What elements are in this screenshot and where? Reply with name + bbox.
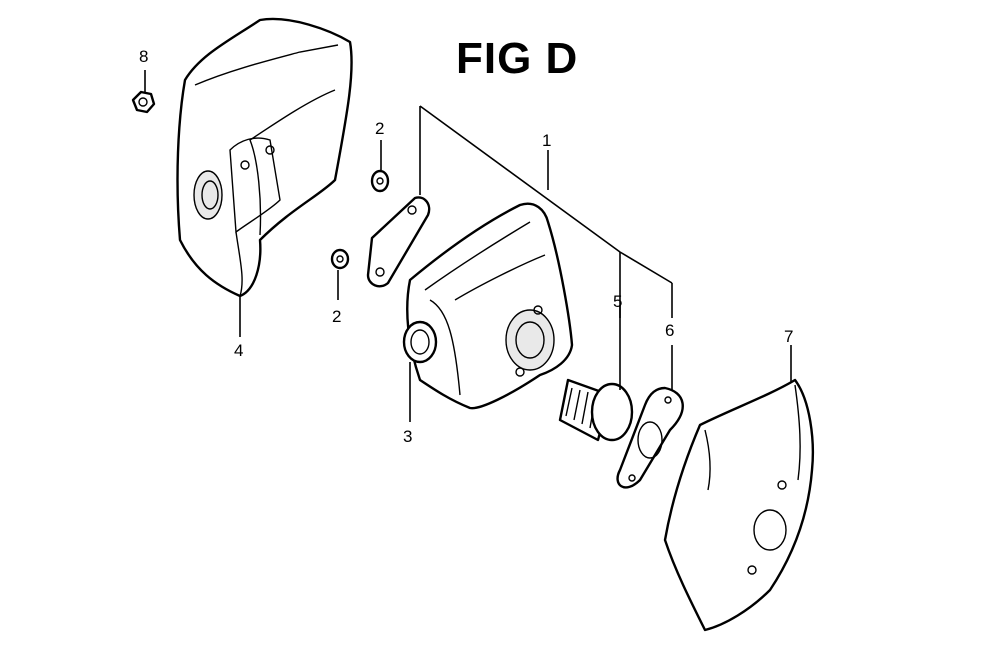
callout-3: 3 bbox=[403, 427, 412, 446]
callout-2-upper: 2 bbox=[375, 119, 384, 138]
part-2-nut-upper bbox=[370, 169, 390, 193]
callout-1: 1 bbox=[542, 131, 551, 150]
callout-2-lower: 2 bbox=[332, 307, 341, 326]
callout-7: 7 bbox=[784, 327, 793, 346]
callout-8: 8 bbox=[139, 47, 148, 66]
part-5-spark-arrester bbox=[558, 378, 634, 442]
part-7-heat-shield bbox=[663, 378, 815, 632]
part-2-nut-lower bbox=[330, 248, 350, 270]
part-6-gasket bbox=[616, 386, 684, 489]
callout-5: 5 bbox=[613, 292, 622, 311]
figure-title: FIG D bbox=[456, 34, 579, 83]
part-4-muffler-protector bbox=[176, 17, 353, 298]
leader-lines bbox=[144, 70, 792, 422]
part-1-muffler bbox=[402, 202, 574, 410]
callout-4: 4 bbox=[234, 341, 243, 360]
muffler-gasket-plate bbox=[366, 196, 431, 288]
callout-6: 6 bbox=[665, 321, 674, 340]
part-8-nut bbox=[131, 90, 156, 114]
